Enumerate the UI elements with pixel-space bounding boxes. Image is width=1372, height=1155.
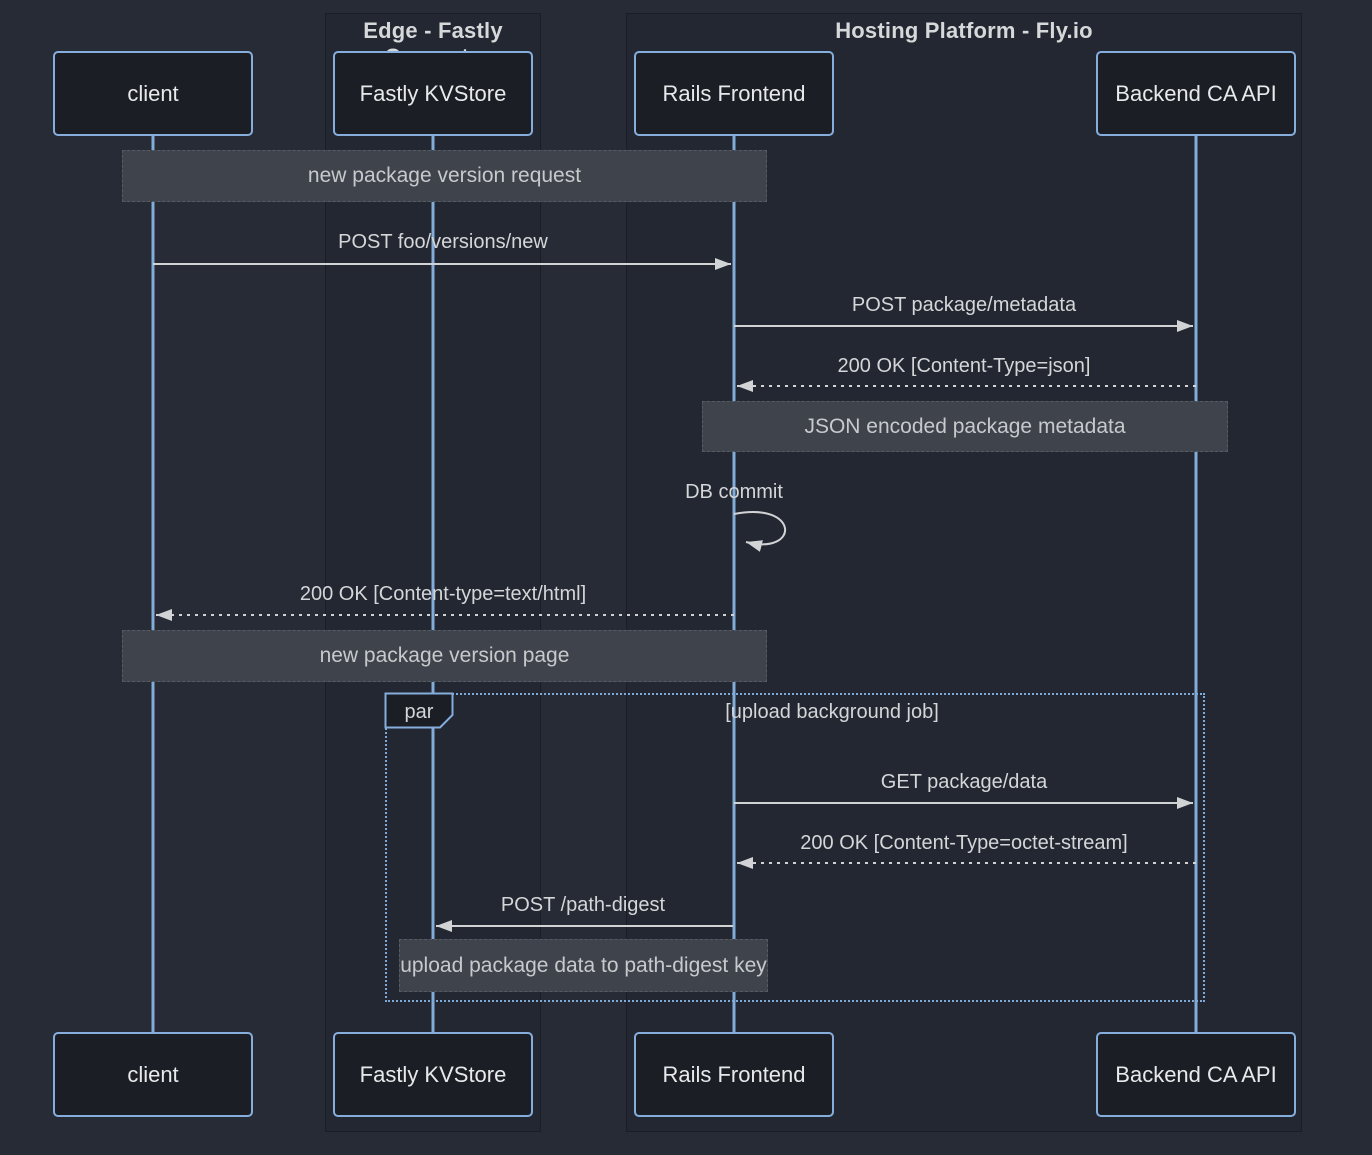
actor-backend-ca-api-top: Backend CA API: [1096, 51, 1296, 136]
message-label: POST package/metadata: [851, 294, 1077, 316]
message-label: DB commit: [685, 481, 783, 503]
message-label: 200 OK [Content-type=text/html]: [299, 583, 587, 605]
par-label: par: [384, 692, 454, 729]
message-label: GET package/data: [880, 771, 1048, 793]
group-title: Hosting Platform - Fly.io: [835, 18, 1093, 43]
note: JSON encoded package metadata: [702, 401, 1228, 452]
actor-fastly-kvstore-bottom: Fastly KVStore: [333, 1032, 533, 1117]
par-fragment: [385, 693, 1205, 1002]
actor-client-top: client: [53, 51, 253, 136]
par-condition: [upload background job]: [725, 701, 939, 723]
note: new package version request: [122, 150, 767, 202]
message-label: POST /path-digest: [500, 894, 666, 916]
actor-client-bottom: client: [53, 1032, 253, 1117]
message-label: POST foo/versions/new: [338, 231, 548, 253]
self-loop-db-commit: [733, 511, 786, 552]
note: upload package data to path-digest key: [399, 939, 768, 992]
actor-rails-frontend-top: Rails Frontend: [634, 51, 834, 136]
message-label: 200 OK [Content-Type=json]: [837, 355, 1091, 377]
note: new package version page: [122, 630, 767, 682]
message-label: 200 OK [Content-Type=octet-stream]: [800, 832, 1128, 854]
actor-backend-ca-api-bottom: Backend CA API: [1096, 1032, 1296, 1117]
actor-rails-frontend-bottom: Rails Frontend: [634, 1032, 834, 1117]
actor-fastly-kvstore-top: Fastly KVStore: [333, 51, 533, 136]
svg-text:par: par: [405, 701, 434, 723]
